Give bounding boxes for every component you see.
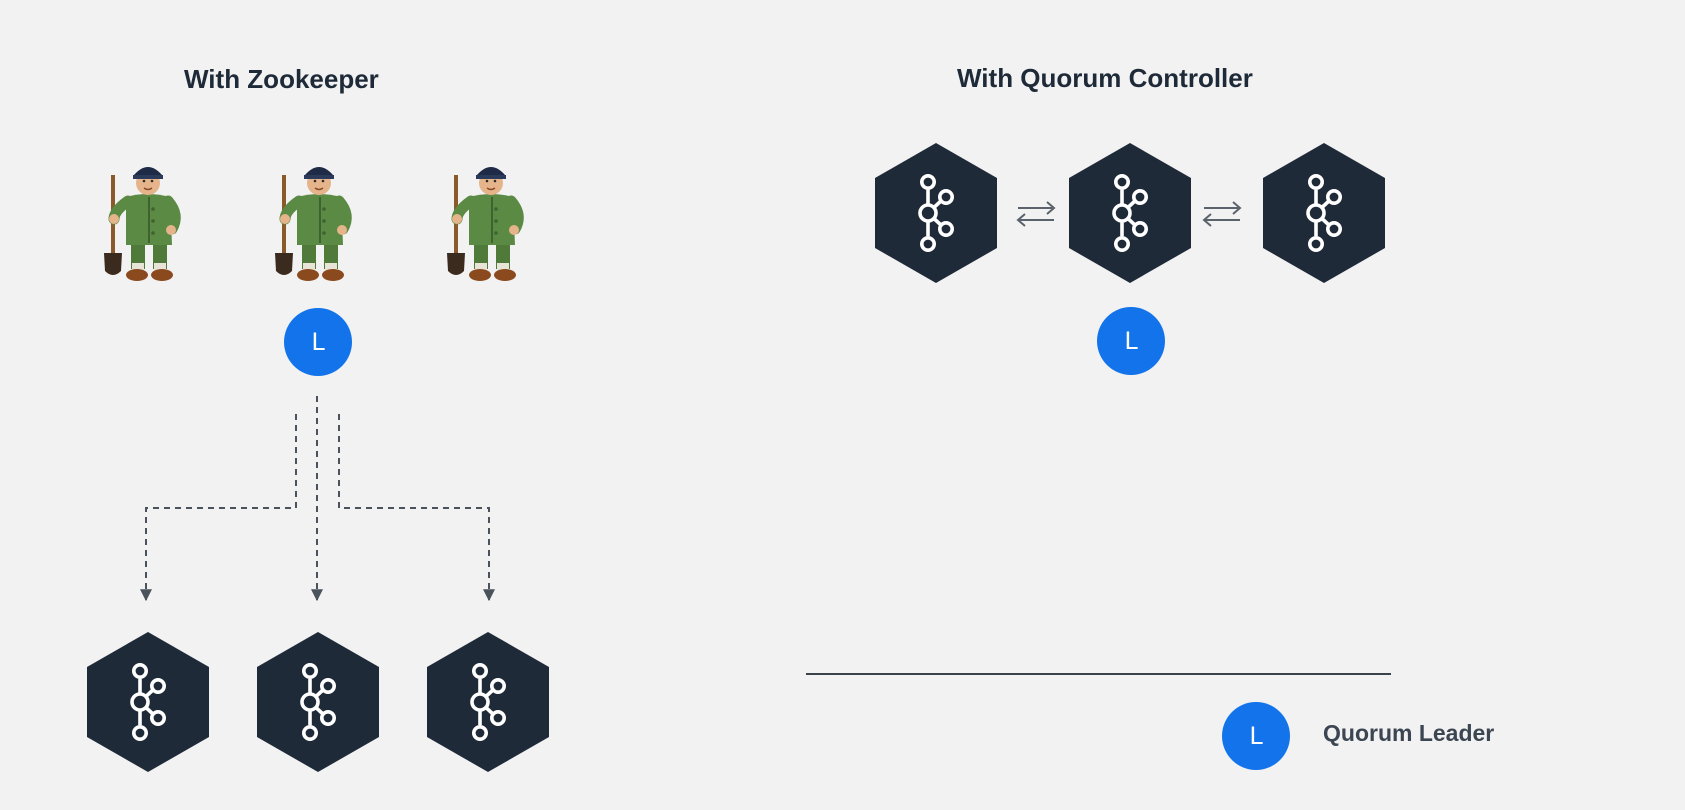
zookeeper-brokers	[87, 632, 549, 772]
kafka-broker-hexagon	[257, 632, 379, 772]
connector-right	[338, 414, 495, 602]
legend-label: Quorum Leader	[1323, 720, 1495, 746]
kafka-controller-hexagon	[1069, 143, 1191, 283]
zookeeper-ensemble	[104, 167, 519, 281]
sync-arrows-icon	[1203, 201, 1241, 227]
quorum-controllers	[875, 143, 1385, 283]
quorum-controller-title: With Quorum Controller	[957, 63, 1253, 93]
zookeeper-connectors	[140, 396, 495, 602]
leader-badge: L	[1097, 307, 1165, 375]
kafka-broker-hexagon	[87, 632, 209, 772]
sync-arrows-icon	[1017, 201, 1055, 227]
connector-left	[140, 414, 297, 602]
zookeeper-title: With Zookeeper	[184, 64, 379, 94]
zookeeper-node-icon	[275, 167, 347, 281]
zookeeper-node-icon	[104, 167, 176, 281]
leader-badge: L	[284, 308, 352, 376]
kafka-controller-hexagon	[875, 143, 997, 283]
legend-leader-badge: L	[1222, 702, 1290, 770]
zookeeper-node-icon	[447, 167, 519, 281]
kafka-controller-hexagon	[1263, 143, 1385, 283]
kafka-broker-hexagon	[427, 632, 549, 772]
